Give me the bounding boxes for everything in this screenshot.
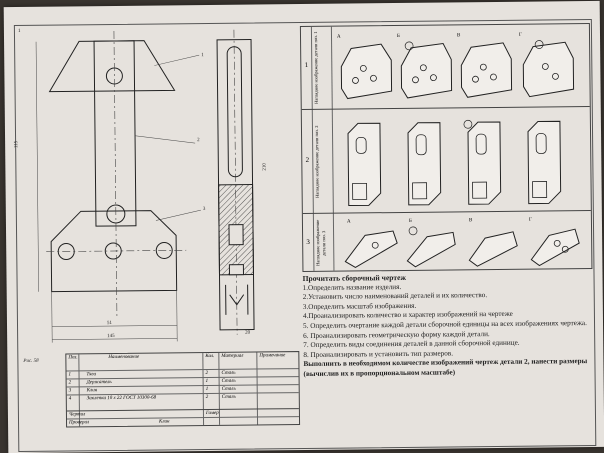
row2-isometric-parts (347, 119, 562, 207)
row1-isometric-parts (340, 40, 575, 100)
parts-list-table: Поз. Наименование Кол. Материал Примечан… (65, 351, 301, 428)
figure-label: Рис. 58 (23, 358, 39, 364)
header-pos: Поз. (68, 355, 78, 361)
row-number: 2 (305, 155, 310, 164)
leader-2: 2 (197, 138, 200, 144)
option-row: 3 Наглядное изображение детали поз. 3 А … (302, 209, 592, 273)
parts-header-row: Поз. Наименование Кол. Материал Примечан… (66, 352, 298, 362)
dim-115: 115 (14, 140, 20, 149)
row-number: 1 (304, 60, 309, 69)
row-label: Наглядное изображение детали поз. 3 (314, 219, 327, 266)
leader-3: 3 (202, 207, 206, 213)
header-note: Примечание (259, 353, 286, 359)
cell-material: Сталь (221, 394, 236, 400)
cell-name: Заклепка 10 х 22 ГОСТ 10300-68 (86, 395, 157, 402)
dim-51: 51 (106, 321, 113, 327)
leader-1: 1 (201, 53, 204, 59)
dim-20: 20 (245, 330, 251, 336)
footer-mid: Клин (159, 419, 170, 425)
header-material: Материал (221, 353, 244, 359)
row3-isometric-wedges (344, 226, 580, 269)
cell-pos: 4 (68, 396, 72, 402)
table-row: 4 Заклепка 10 х 22 ГОСТ 10300-68 2 Сталь (66, 392, 299, 404)
corner-mark: 1 (17, 28, 21, 34)
dim-210: 210 (262, 163, 268, 171)
paper-sheet: 1 115 51 145 1 2 (3, 0, 604, 453)
row-label: Наглядное изображение детали поз. 1 (312, 31, 319, 105)
footer-checked: Проверил (69, 420, 90, 426)
header-qty: Кол. (205, 353, 215, 360)
wedge-outline (48, 40, 176, 93)
final-task: Выполнить в необходимом количестве изобр… (303, 357, 588, 378)
row-number: 3 (306, 237, 310, 246)
option-row: 2 Наглядное изображение детали поз. 2 (301, 106, 591, 215)
assembly-side-section (216, 29, 255, 335)
row-label: Наглядное изображение детали поз. 2 (313, 125, 320, 199)
cell-qty: 2 (205, 395, 209, 401)
assembly-front-view (35, 30, 201, 343)
options-table: 1 Наглядное изображение детали поз. 1 А … (299, 22, 593, 273)
task-list: Прочитать сборочный чертеж 1.Определить … (302, 271, 593, 380)
dim-145: 145 (107, 333, 115, 340)
option-row: 1 Наглядное изображение детали поз. 1 А … (301, 24, 590, 109)
header-name: Наименование (108, 354, 140, 361)
